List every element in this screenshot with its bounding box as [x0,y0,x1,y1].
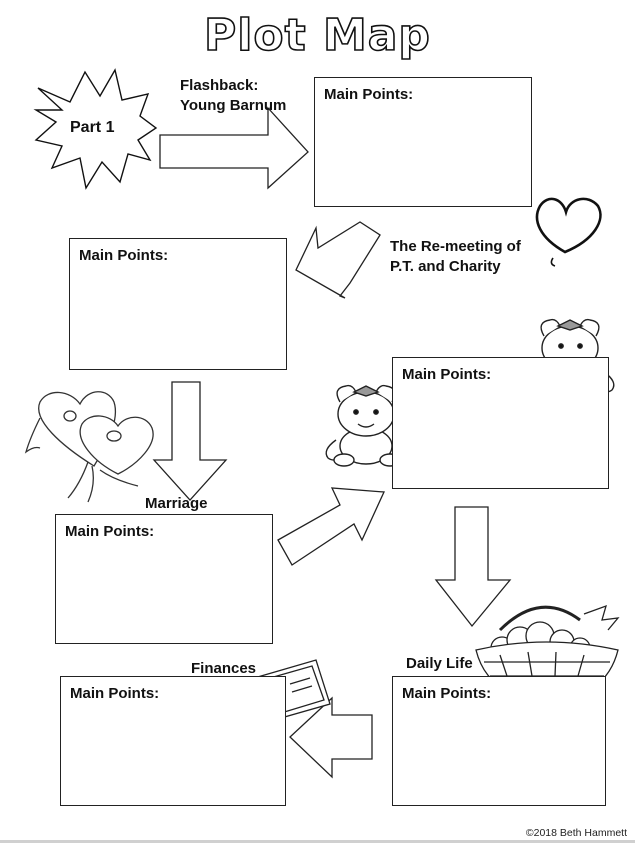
heart-icon [535,197,602,267]
main-points-heading: Main Points: [65,523,155,540]
arrow-right-1 [159,106,309,190]
starburst-shape [33,68,158,190]
label-remeeting-line2: P.T. and Charity [390,258,501,275]
label-finances: Finances [191,660,257,677]
main-points-heading: Main Points: [79,247,169,264]
arrow-down-5 [434,506,512,628]
main-points-box-5[interactable]: Main Points: [60,676,286,806]
arrow-down-3 [152,381,228,501]
label-flashback: Flashback: Young Barnum [180,76,286,116]
main-points-heading: Main Points: [402,685,492,702]
wedding-hearts-icon [24,391,154,503]
main-points-box-4[interactable]: Main Points: [55,514,273,644]
label-flashback-line1: Flashback: [180,77,259,94]
bottom-divider [0,840,635,843]
main-points-box-6[interactable]: Main Points: [392,676,606,806]
label-marriage: Marriage [145,495,208,512]
label-daily-life: Daily Life [406,655,473,672]
label-remeeting: The Re-meeting of P.T. and Charity [390,237,521,277]
main-points-heading: Main Points: [70,685,160,702]
main-points-heading: Main Points: [402,366,492,383]
burst-label: Part 1 [70,119,115,136]
main-points-box-2[interactable]: Main Points: [69,238,287,370]
main-points-box-3[interactable]: Main Points: [392,357,609,489]
copyright-footer: ©2018 Beth Hammett [525,827,627,839]
main-points-heading: Main Points: [324,86,414,103]
label-remeeting-line1: The Re-meeting of [390,238,521,255]
page-title: Plot Map [203,9,431,62]
arrow-left-2 [295,221,381,299]
arrow-left-6 [289,696,373,779]
label-flashback-line2: Young Barnum [180,97,287,114]
main-points-box-1[interactable]: Main Points: [314,77,532,207]
arrow-up-right-4 [277,487,385,566]
